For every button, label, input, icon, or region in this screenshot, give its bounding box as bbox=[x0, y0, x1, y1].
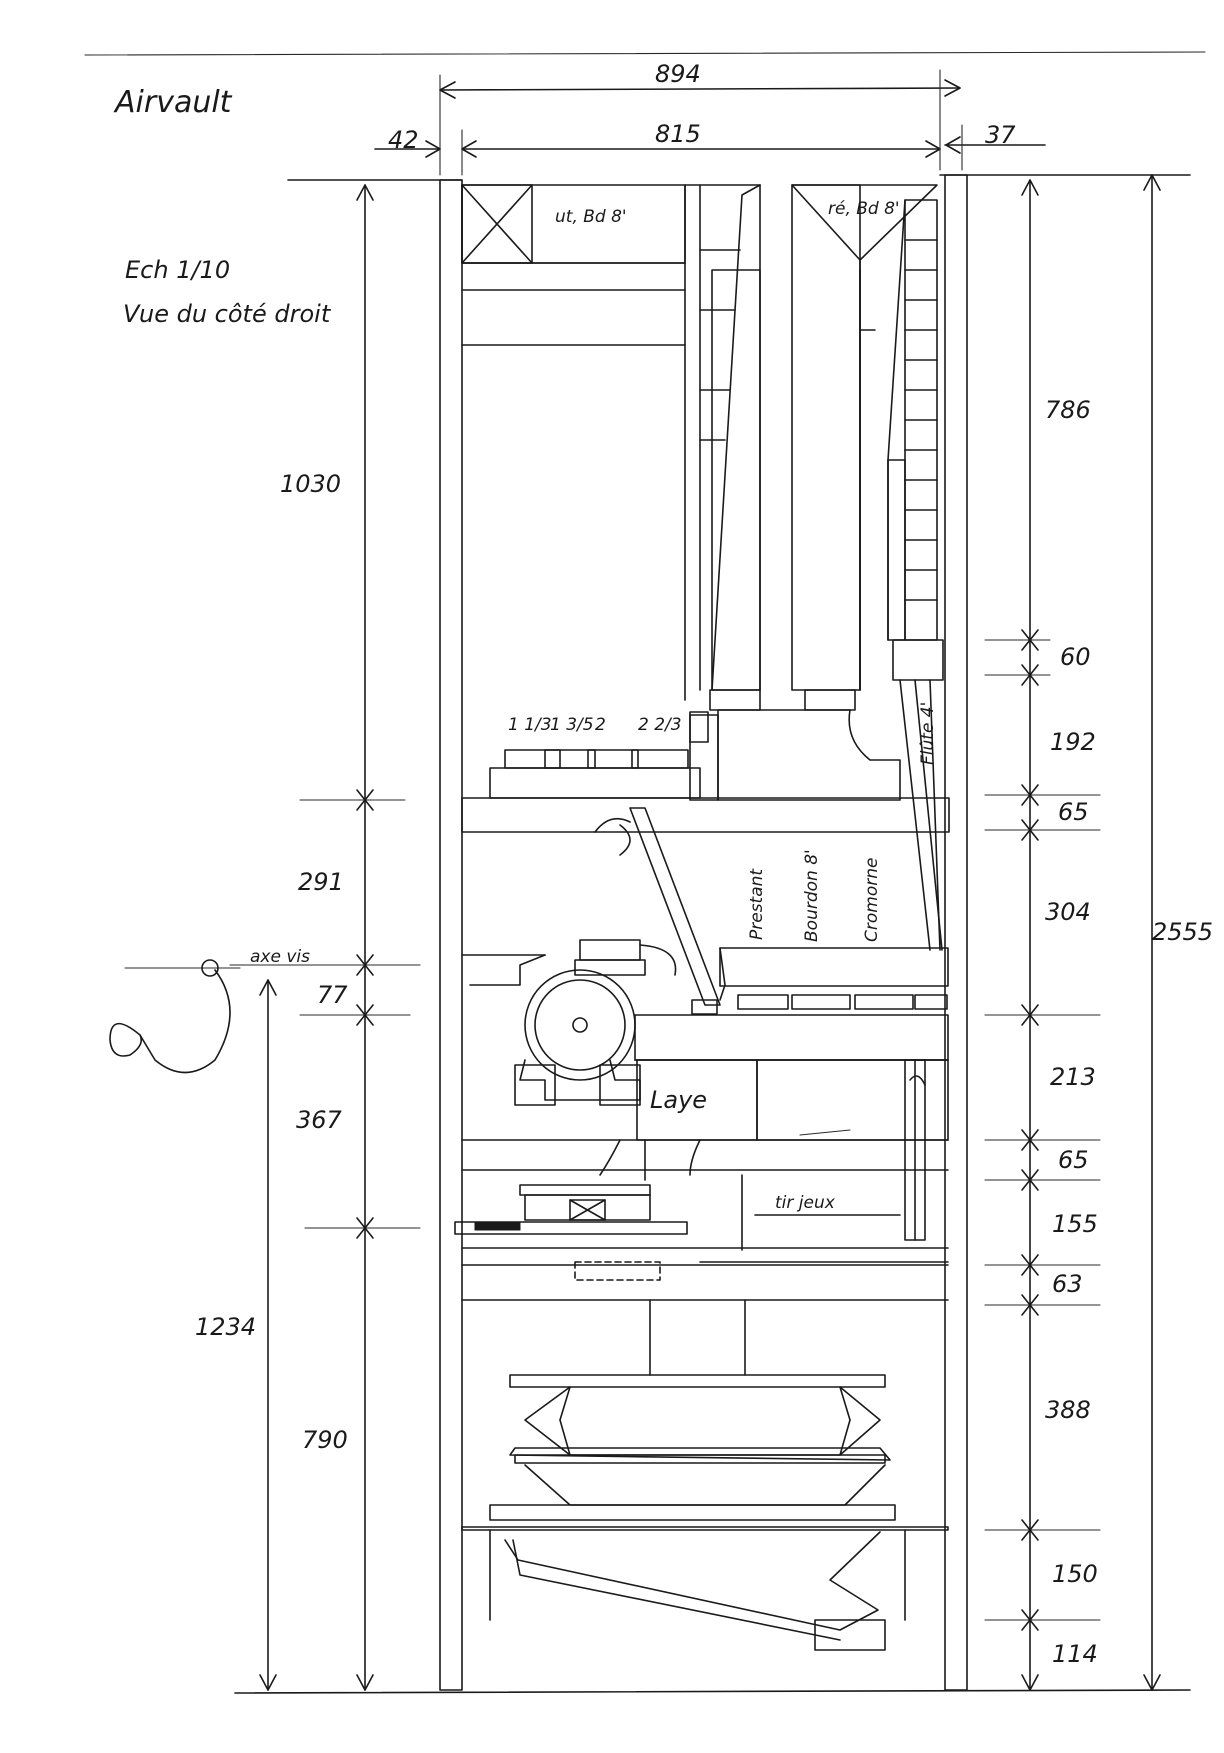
drawing-title: Airvault bbox=[113, 85, 233, 120]
page-top-rule bbox=[84, 51, 1206, 56]
dim-367: 367 bbox=[296, 1106, 343, 1134]
chest-re-label: ré, Bd 8' bbox=[828, 199, 900, 219]
dim-65-lower: 65 bbox=[1058, 1146, 1089, 1174]
mixture-label-2: 1 3/5 bbox=[550, 715, 594, 735]
dim-overall-width: 894 bbox=[655, 60, 701, 88]
stop-label-cromorne: Cromorne bbox=[862, 858, 882, 942]
dim-inner-width: 815 bbox=[655, 120, 701, 148]
left-dimensions: 1030 291 77 367 790 1234 axe vis bbox=[195, 184, 421, 1691]
chest-ut-label: ut, Bd 8' bbox=[555, 207, 627, 227]
action-and-windchest: Prestant Bourdon 8' Cromorne Laye bbox=[454, 807, 949, 1376]
dim-291: 291 bbox=[298, 868, 344, 896]
tirants-label: tir jeux bbox=[775, 1193, 836, 1213]
mixture-label-4: 2 2/3 bbox=[638, 715, 682, 735]
dim-1030: 1030 bbox=[280, 470, 341, 498]
key-sketch bbox=[109, 959, 241, 1074]
top-dimensions: 894 815 42 37 bbox=[374, 60, 1046, 176]
view-note: Vue du côté droit bbox=[123, 300, 332, 328]
dim-213: 213 bbox=[1050, 1063, 1096, 1091]
mixture-label-1: 1 1/3 bbox=[508, 715, 552, 735]
dim-150: 150 bbox=[1052, 1560, 1098, 1588]
dim-1234: 1234 bbox=[195, 1313, 256, 1341]
dim-60: 60 bbox=[1060, 643, 1091, 671]
dim-786: 786 bbox=[1045, 396, 1091, 424]
organ-case bbox=[234, 174, 1191, 1694]
dim-304: 304 bbox=[1045, 898, 1091, 926]
dim-192: 192 bbox=[1050, 728, 1096, 756]
laye-label: Laye bbox=[650, 1086, 707, 1114]
dim-65-upper: 65 bbox=[1058, 798, 1089, 826]
right-dimensions: 786 60 192 65 304 213 65 155 63 388 150 … bbox=[984, 174, 1213, 1691]
dim-388: 388 bbox=[1045, 1396, 1091, 1424]
dim-114: 114 bbox=[1052, 1640, 1098, 1668]
axe-vis-label: axe vis bbox=[250, 947, 310, 967]
dim-right-wall: 37 bbox=[985, 121, 1016, 149]
upper-pipework: ut, Bd 8' ré, Bd 8' bbox=[461, 184, 950, 951]
dim-155: 155 bbox=[1052, 1210, 1098, 1238]
dim-790: 790 bbox=[302, 1426, 348, 1454]
dim-2555: 2555 bbox=[1152, 918, 1213, 946]
bellows bbox=[461, 1374, 949, 1651]
dim-left-wall: 42 bbox=[388, 126, 419, 154]
scale-note: Ech 1/10 bbox=[125, 256, 230, 284]
dim-77: 77 bbox=[317, 981, 348, 1009]
stop-label-prestant: Prestant bbox=[747, 868, 767, 940]
mixture-label-3: 2 bbox=[595, 715, 606, 735]
dim-63: 63 bbox=[1052, 1270, 1083, 1298]
stop-label-bourdon: Bourdon 8' bbox=[802, 849, 822, 942]
